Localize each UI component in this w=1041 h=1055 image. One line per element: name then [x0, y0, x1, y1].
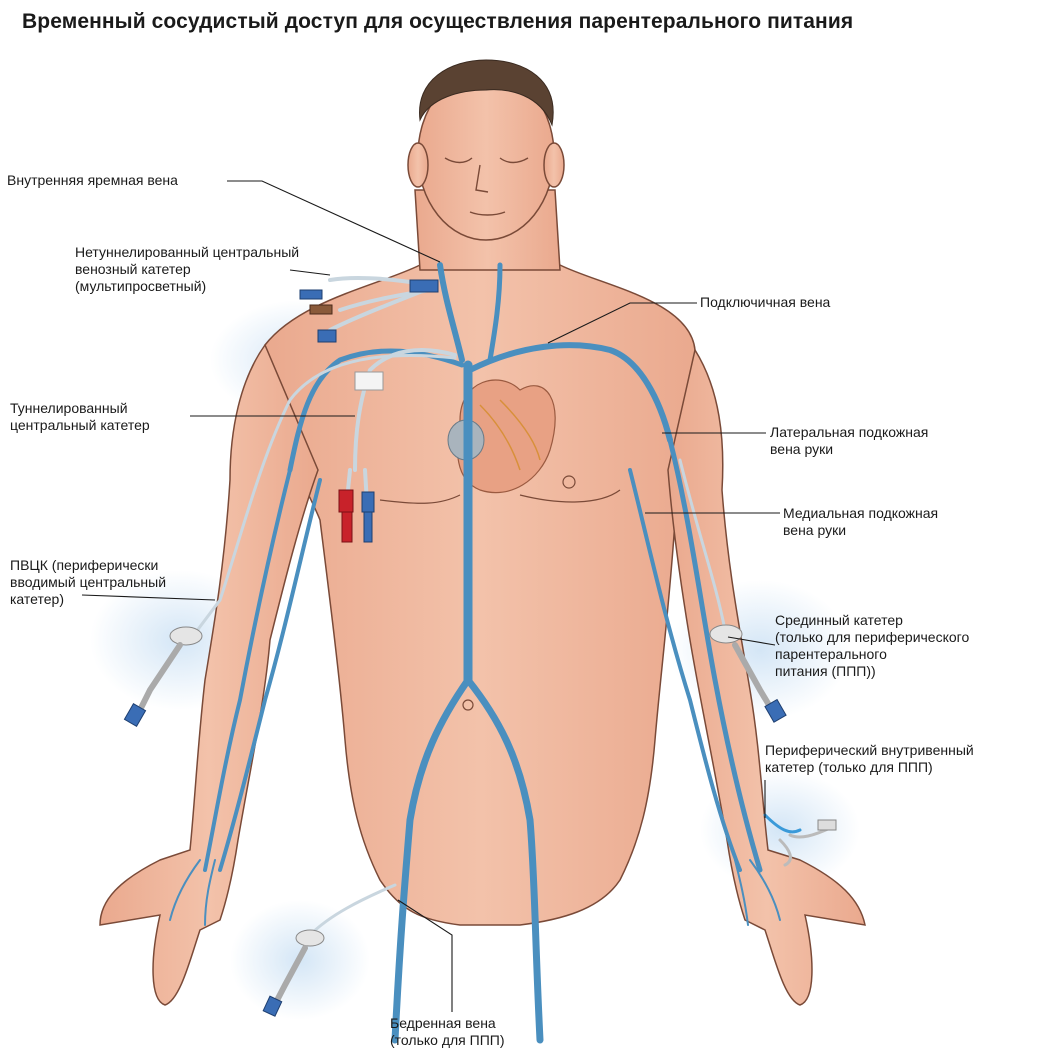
femoral-catheter — [262, 883, 397, 1017]
label-peripheral-iv: Периферический внутривенный катетер (тол… — [765, 742, 974, 775]
label-tunneled-cvc: Туннелированный центральный катетер — [10, 400, 150, 433]
label-midline-catheter: Срединный катетер (только для перифериче… — [775, 612, 970, 679]
label-picc: ПВЦК (периферически вводимый центральный… — [10, 557, 167, 607]
label-non-tunneled-cvc: Нетуннелированный центральный венозный к… — [75, 244, 300, 294]
hair — [419, 59, 554, 127]
body — [99, 69, 866, 1006]
catheters — [123, 275, 837, 1017]
right-arm — [99, 343, 319, 1006]
tunneled-catheter — [338, 348, 457, 543]
picc-line — [123, 353, 457, 727]
label-femoral-vein: Бедренная вена (только для ППП) — [390, 1015, 505, 1048]
page-title: Временный сосудистый доступ для осуществ… — [22, 10, 854, 33]
chest-details — [379, 475, 621, 711]
veins — [169, 262, 781, 1044]
non-tunneled-catheter — [299, 275, 439, 343]
label-basilic-vein: Медиальная подкожная вена руки — [783, 505, 939, 538]
torso — [263, 264, 698, 926]
peripheral-iv — [763, 813, 837, 867]
left-arm — [667, 348, 866, 1006]
label-cephalic-vein: Латеральная подкожная вена руки — [770, 424, 929, 457]
label-subclavian-vein: Подключичная вена — [700, 294, 831, 310]
leader-lines — [81, 180, 780, 1012]
face — [444, 157, 529, 216]
label-internal-jugular-vein: Внутренняя яремная вена — [7, 172, 178, 188]
